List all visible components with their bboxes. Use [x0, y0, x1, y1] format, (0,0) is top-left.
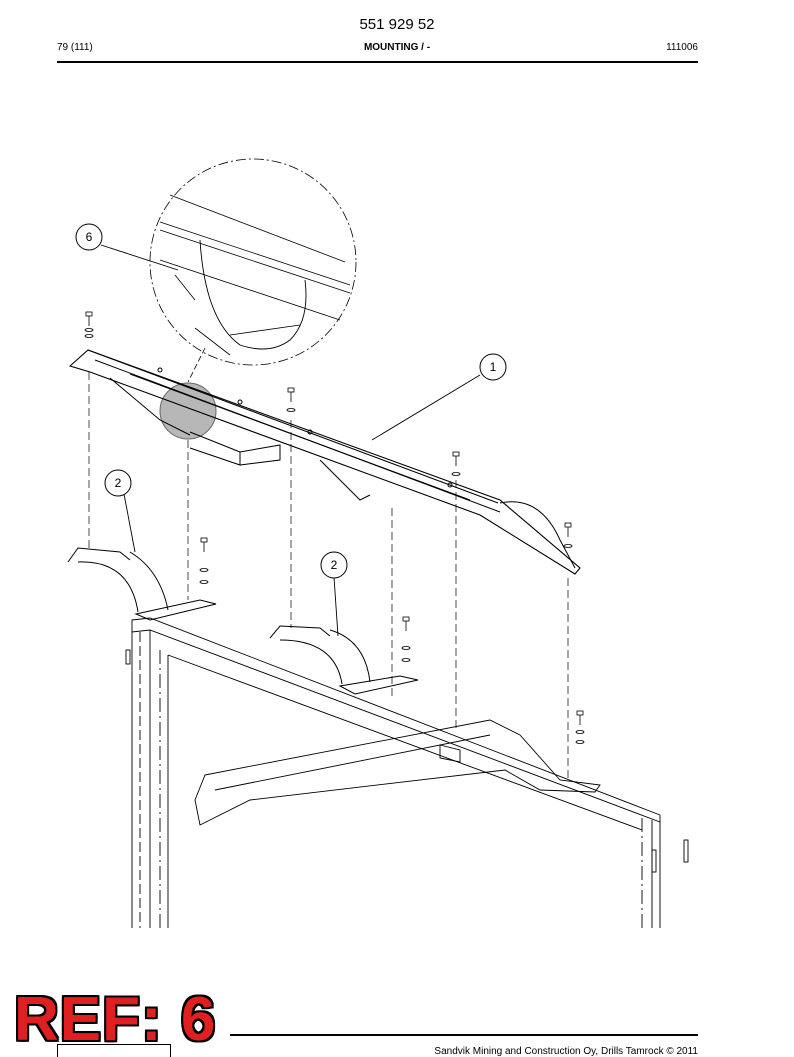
- main-beam: [68, 349, 581, 575]
- reference-label: REF: 6: [14, 985, 217, 1054]
- footer-rule: [230, 1034, 698, 1036]
- callout-1: 1: [479, 353, 507, 381]
- bracket-right: [269, 625, 419, 695]
- callout-6: 6: [75, 223, 103, 251]
- bracket-left: [67, 547, 217, 621]
- callout-2-right: 2: [320, 551, 348, 579]
- section-title: MOUNTING / -: [363, 42, 431, 53]
- callout-2-left: 2: [104, 469, 132, 497]
- detail-magnifier: [149, 158, 357, 383]
- mast-frame: [125, 617, 689, 928]
- footer-copyright: Sandvik Mining and Construction Oy, Dril…: [434, 1046, 698, 1057]
- svg-text:6: 6: [86, 230, 93, 244]
- document-number: 551 929 52: [359, 16, 435, 33]
- page-number: 79 (111): [57, 42, 93, 53]
- bolts: [84, 311, 585, 744]
- svg-text:1: 1: [490, 360, 497, 374]
- brand-logo: [57, 1044, 171, 1057]
- svg-text:2: 2: [331, 558, 338, 572]
- header-rule: [57, 61, 698, 63]
- assembly-lines: [88, 372, 569, 778]
- svg-text:2: 2: [115, 476, 122, 490]
- detail-highlight: [159, 382, 217, 440]
- revision-code: 111006: [666, 42, 698, 53]
